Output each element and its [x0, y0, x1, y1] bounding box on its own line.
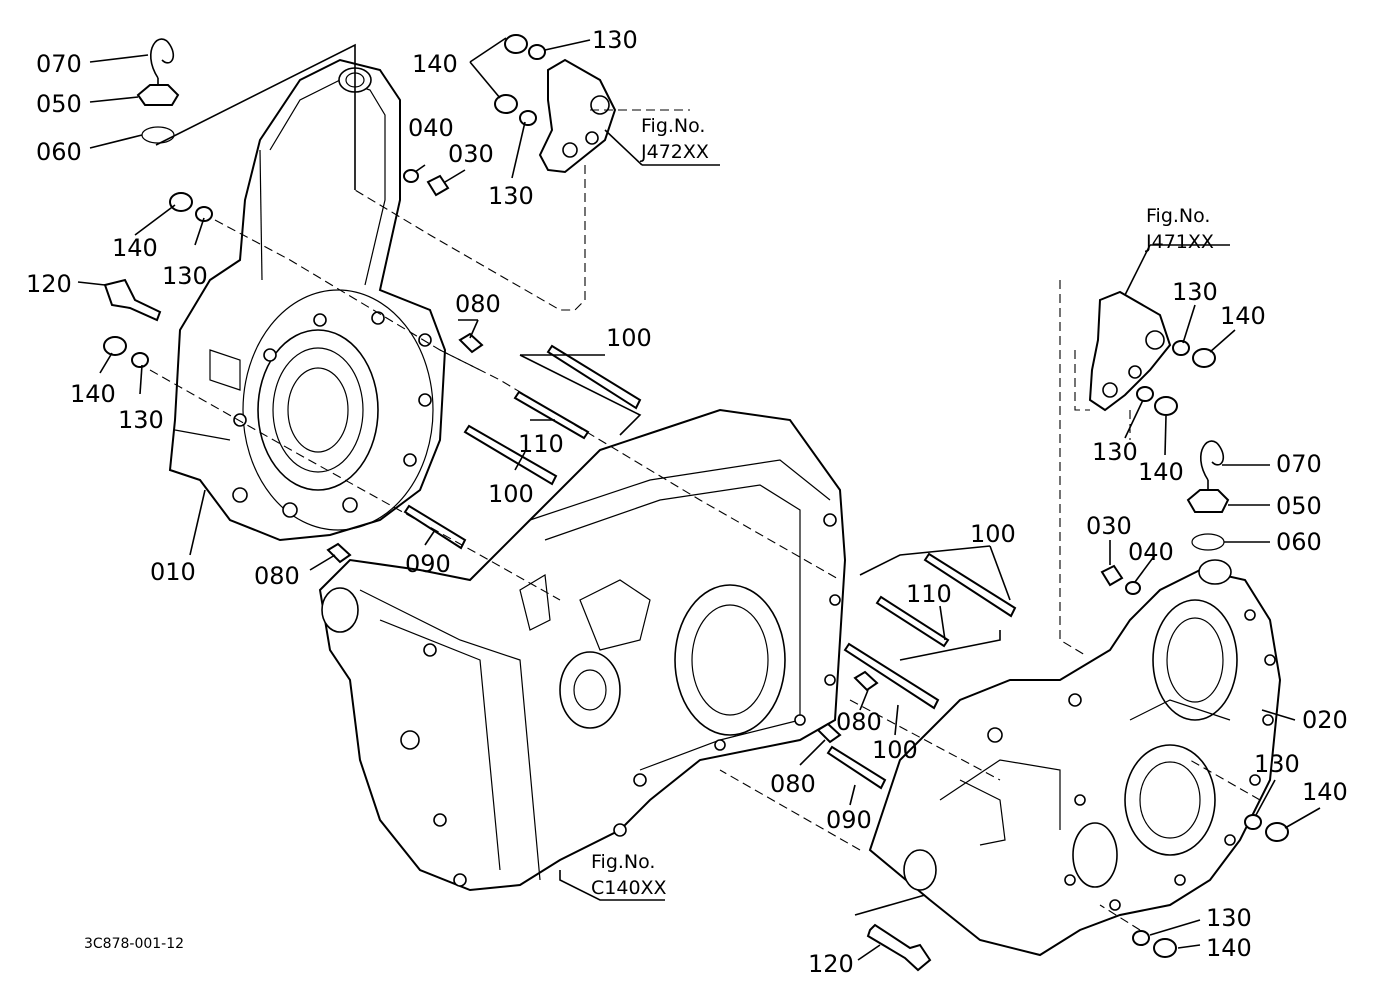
- label-140-bottom: 140: [1206, 934, 1252, 962]
- label-130-right-middle: 130: [1092, 438, 1138, 466]
- label-050-right: 050: [1276, 492, 1322, 520]
- label-030-left: 030: [448, 140, 494, 168]
- label-140-right-middle: 140: [1138, 458, 1184, 486]
- housing-020: [868, 559, 1282, 957]
- label-070-left: 070: [36, 50, 82, 78]
- dipstick-left: [136, 38, 180, 144]
- ref-j472-no: J472XX: [640, 141, 709, 163]
- assembly-lines: [149, 109, 1261, 931]
- ref-j472-fig: Fig.No.: [641, 115, 705, 137]
- label-140-right-lower: 140: [1302, 778, 1348, 806]
- part-labels: 070 050 060 140 130 130 040 030 140 130 …: [26, 26, 1348, 978]
- nuts-washers: [103, 34, 1289, 958]
- label-100-right-upper: 100: [970, 520, 1016, 548]
- diagram-code: 3C878-001-12: [84, 936, 184, 952]
- ref-c140-no: C140XX: [591, 877, 667, 899]
- main-case: [318, 408, 847, 892]
- ref-j471: Fig.No. J471XX: [1145, 205, 1214, 253]
- label-020: 020: [1302, 706, 1348, 734]
- label-120-left: 120: [26, 270, 72, 298]
- label-030-right: 030: [1086, 512, 1132, 540]
- ref-c140-fig: Fig.No.: [591, 851, 655, 873]
- ref-j471-no: J471XX: [1145, 231, 1214, 253]
- label-110-left: 110: [518, 430, 564, 458]
- label-090-right: 090: [826, 806, 872, 834]
- label-130-left-lower: 130: [118, 406, 164, 434]
- label-100-right-lower: 100: [872, 736, 918, 764]
- studs: [103, 174, 1124, 972]
- label-040-right: 040: [1128, 538, 1174, 566]
- label-050-left: 050: [36, 90, 82, 118]
- label-140-left-lower: 140: [70, 380, 116, 408]
- label-080-lower-left: 080: [254, 562, 300, 590]
- label-080-right-lower: 080: [770, 770, 816, 798]
- bracket-j472: [538, 58, 617, 174]
- bracket-j471: [1088, 290, 1172, 412]
- ref-j472: Fig.No. J472XX: [640, 115, 709, 163]
- label-140-right-upper: 140: [1220, 302, 1266, 330]
- label-100-left: 100: [488, 480, 534, 508]
- label-140-top: 140: [412, 50, 458, 78]
- label-120-bottom: 120: [808, 950, 854, 978]
- label-130-right-lower: 130: [1254, 750, 1300, 778]
- label-060-left: 060: [36, 138, 82, 166]
- label-060-right: 060: [1276, 528, 1322, 556]
- leader-lines: [77, 37, 1321, 961]
- label-080-upper-left: 080: [455, 290, 501, 318]
- label-040-left: 040: [408, 114, 454, 142]
- dipstick-right: [1186, 440, 1230, 551]
- ref-j471-fig: Fig.No.: [1146, 205, 1210, 227]
- label-110-right: 110: [906, 580, 952, 608]
- label-130-right-upper: 130: [1172, 278, 1218, 306]
- label-130-top: 130: [592, 26, 638, 54]
- label-130-top-lower: 130: [488, 182, 534, 210]
- label-080-right-upper: 080: [836, 708, 882, 736]
- label-090-left: 090: [405, 550, 451, 578]
- label-130-left-upper: 130: [162, 262, 208, 290]
- housing-010: [168, 58, 447, 542]
- label-130-bottom: 130: [1206, 904, 1252, 932]
- label-010: 010: [150, 558, 196, 586]
- label-070-right: 070: [1276, 450, 1322, 478]
- label-140-left-upper: 140: [112, 234, 158, 262]
- ref-c140: Fig.No. C140XX: [591, 851, 667, 899]
- label-100-upper-left: 100: [606, 324, 652, 352]
